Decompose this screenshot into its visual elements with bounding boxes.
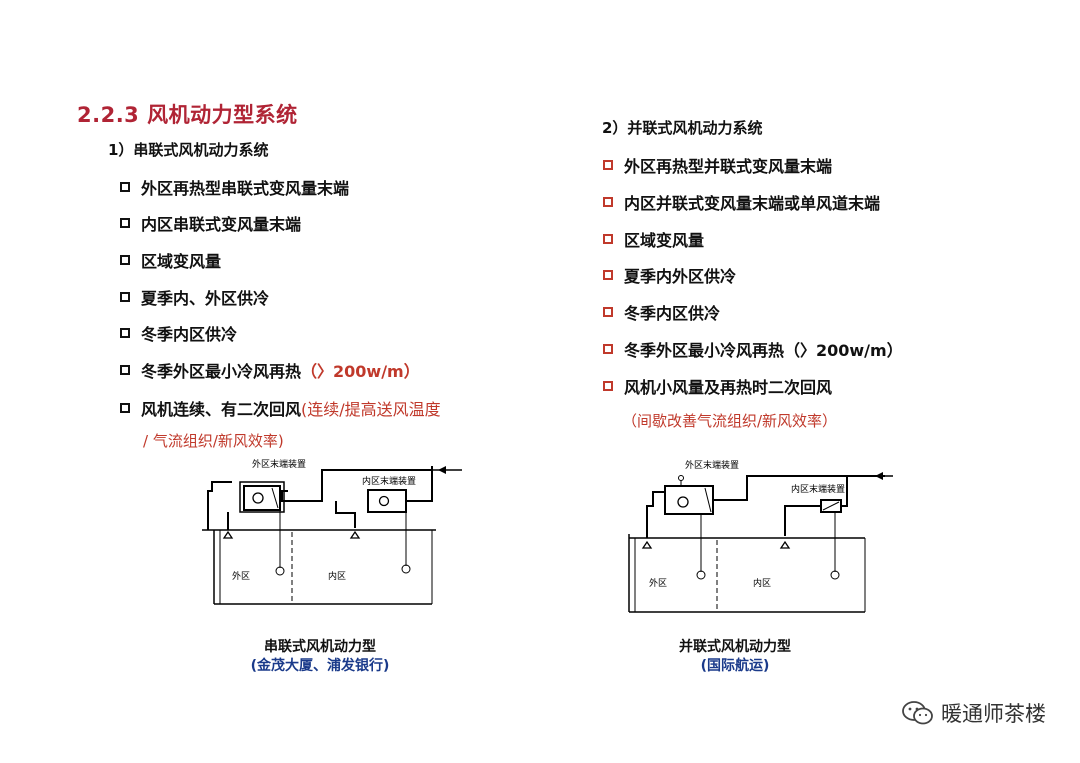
checkbox-icon xyxy=(603,344,613,354)
checkbox-icon xyxy=(603,197,613,207)
right-item-4: 夏季内外区供冷 xyxy=(603,263,736,287)
checkbox-icon xyxy=(603,234,613,244)
left-inner-zone-label: 内区 xyxy=(328,570,346,582)
right-caption: 并联式风机动力型 xyxy=(679,639,791,655)
left-caption-sub: (金茂大厦、浦发银行) xyxy=(250,658,390,674)
checkbox-icon xyxy=(603,160,613,170)
checkbox-icon xyxy=(120,365,130,375)
right-note: （间歇改善气流组织/新风效率） xyxy=(622,412,838,430)
page-title: 2.2.3 风机动力型系统 xyxy=(77,103,298,127)
left-item-1: 外区再热型串联式变风量末端 xyxy=(120,175,349,199)
watermark: 暖通师茶楼 xyxy=(901,698,1046,728)
right-item-6: 冬季外区最小冷风再热（〉200w/m） xyxy=(603,337,903,361)
checkbox-icon xyxy=(120,218,130,228)
left-item-2: 内区串联式变风量末端 xyxy=(120,211,301,235)
left-item-3: 区域变风量 xyxy=(120,248,221,272)
left-item-7: 风机连续、有二次回风(连续/提高送风温度 xyxy=(120,396,441,420)
right-item-5: 冬季内区供冷 xyxy=(603,300,720,324)
series-fan-diagram: 外区末端装置 内区末端装置 外区 内区 xyxy=(202,458,462,605)
watermark-text: 暖通师茶楼 xyxy=(941,702,1046,726)
checkbox-icon xyxy=(120,328,130,338)
right-heading: 2）并联式风机动力系统 xyxy=(602,119,763,137)
right-inner-zone-label: 内区 xyxy=(753,577,771,589)
checkbox-icon xyxy=(603,270,613,280)
right-inner-device-label: 内区末端装置 xyxy=(791,483,845,495)
left-heading: 1）串联式风机动力系统 xyxy=(108,141,269,159)
left-caption: 串联式风机动力型 xyxy=(264,639,376,655)
right-outer-device-label: 外区末端装置 xyxy=(685,459,739,471)
checkbox-icon xyxy=(603,307,613,317)
checkbox-icon xyxy=(120,403,130,413)
checkbox-icon xyxy=(120,182,130,192)
left-outer-device-label: 外区末端装置 xyxy=(252,458,306,470)
wechat-icon xyxy=(902,701,933,725)
left-item-5: 冬季内区供冷 xyxy=(120,321,237,345)
left-inner-device-label: 内区末端装置 xyxy=(362,475,416,487)
checkbox-icon xyxy=(603,381,613,391)
right-item-7: 风机小风量及再热时二次回风 xyxy=(603,374,832,398)
checkbox-icon xyxy=(120,292,130,302)
checkbox-icon xyxy=(120,255,130,265)
left-item-6: 冬季外区最小冷风再热（〉200w/m） xyxy=(120,358,420,382)
right-outer-zone-label: 外区 xyxy=(649,577,667,589)
right-item-2: 内区并联式变风量末端或单风道末端 xyxy=(603,190,880,214)
left-outer-zone-label: 外区 xyxy=(232,570,250,582)
right-item-3: 区域变风量 xyxy=(603,227,704,251)
parallel-fan-diagram: 外区末端装置 内区末端装置 外区 内区 xyxy=(628,459,893,613)
left-item-7-note: / 气流组织/新风效率) xyxy=(143,432,284,450)
left-item-4: 夏季内、外区供冷 xyxy=(120,285,269,309)
right-item-1: 外区再热型并联式变风量末端 xyxy=(603,153,832,177)
right-caption-sub: (国际航运) xyxy=(700,658,770,674)
